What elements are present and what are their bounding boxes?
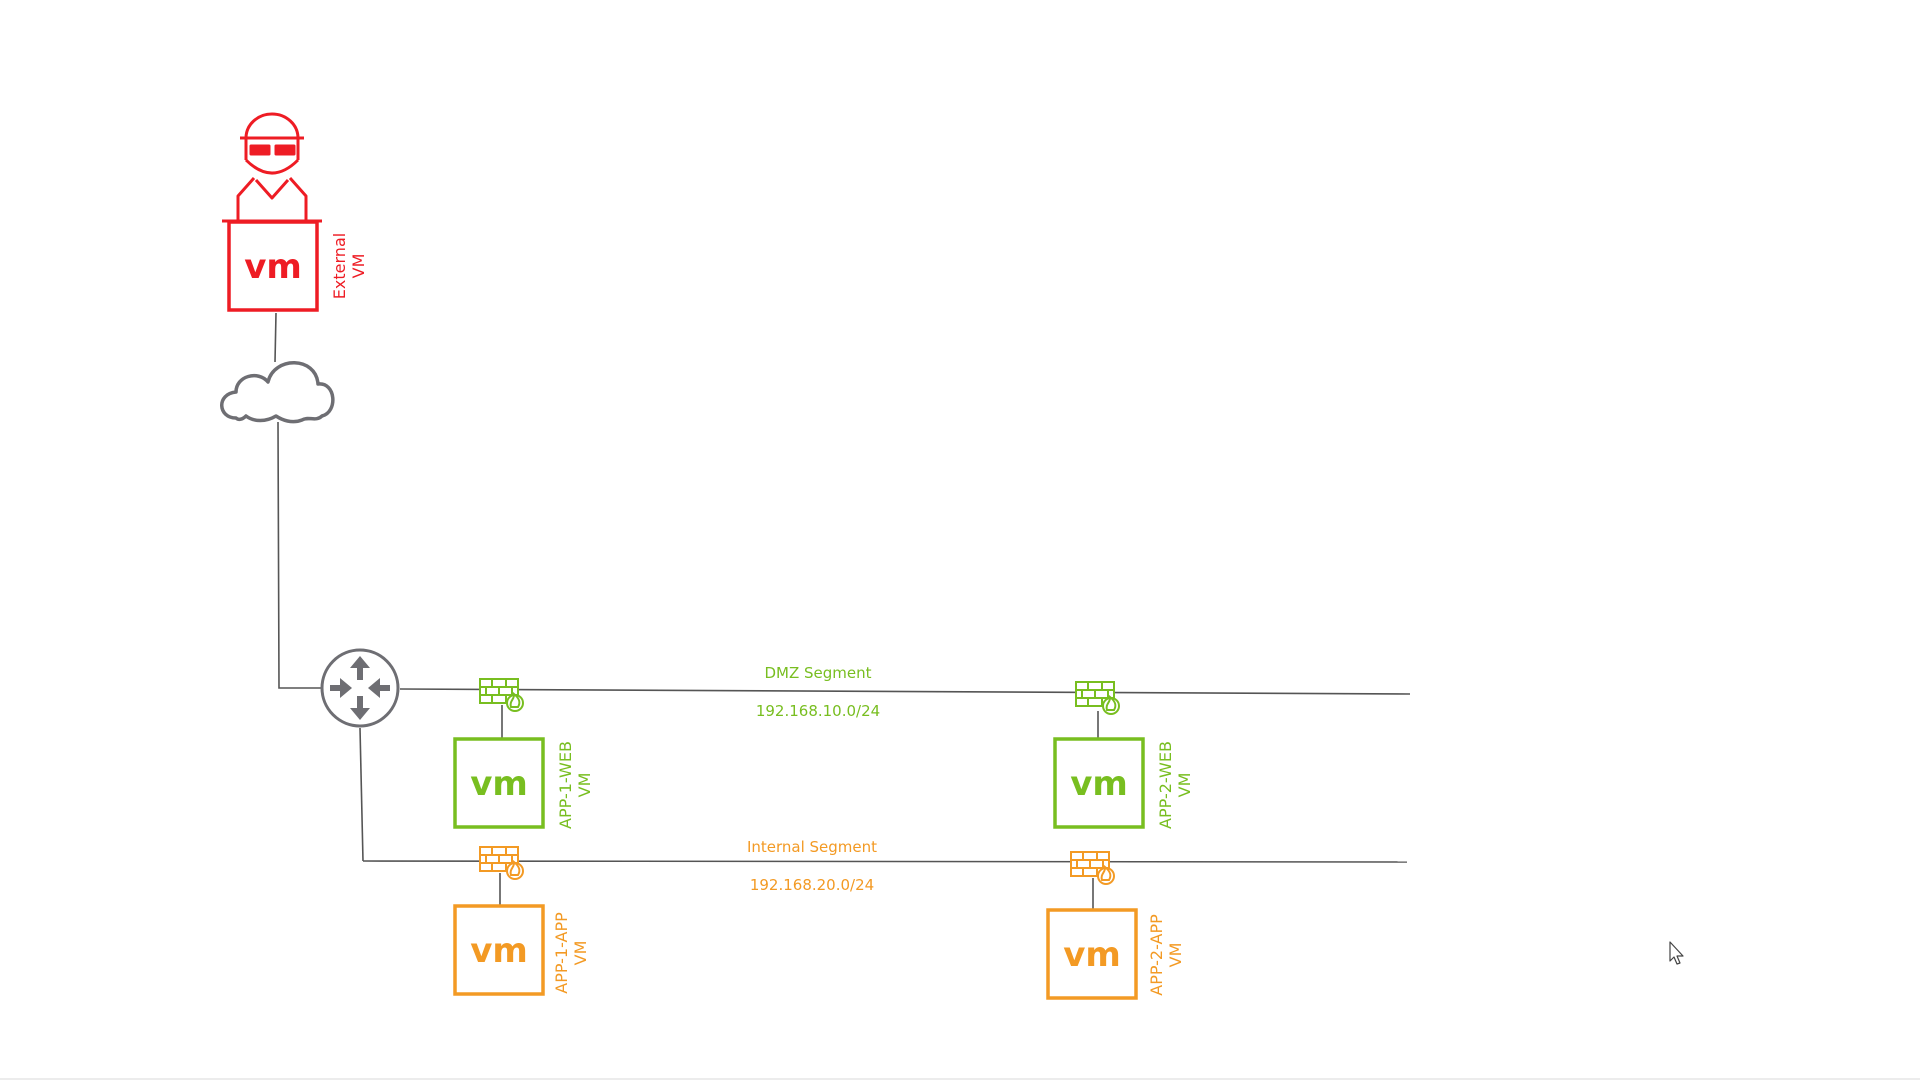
vm-badge: vm: [470, 764, 528, 804]
vm-label-line1: APP-1-APP: [552, 912, 571, 994]
external-vm[interactable]: vm External VM: [227, 220, 368, 312]
dmz-segment-name: DMZ Segment: [764, 664, 871, 682]
vm-label-line1: APP-1-WEB: [556, 741, 575, 829]
line-router-to-internal: [359, 727, 364, 862]
vm-box: [1046, 908, 1138, 1000]
hacker-icon: [222, 112, 322, 223]
vm-label-line1: APP-2-APP: [1147, 914, 1166, 996]
firewall-icon: [1075, 681, 1120, 715]
vm-label-line2: VM: [1175, 773, 1194, 798]
vm-label-line2: VM: [1166, 943, 1185, 968]
internal-segment-line: [362, 860, 1408, 863]
vm-badge: vm: [1070, 764, 1128, 804]
vm-app-2-app[interactable]: vm APP-2-APP VM: [1046, 908, 1185, 1000]
line-cloud-to-router: [277, 421, 322, 689]
external-vm-box: [227, 220, 319, 312]
vm-app-2-web[interactable]: vm APP-2-WEB VM: [1053, 737, 1194, 829]
vm-app-1-app[interactable]: vm APP-1-APP VM: [453, 904, 590, 996]
bottom-border: [0, 1078, 1920, 1080]
vm-label-line2: VM: [575, 773, 594, 798]
vm-badge: vm: [470, 931, 528, 971]
vm-badge: vm: [1063, 935, 1121, 975]
line-external-to-cloud: [274, 312, 277, 363]
router-icon: [320, 648, 400, 728]
external-vm-label-line1: External: [330, 233, 349, 299]
vm-label-line1: APP-2-WEB: [1156, 741, 1175, 829]
vm-box: [453, 737, 545, 829]
mouse-cursor-icon: [1669, 941, 1684, 965]
external-vm-label-line2: VM: [349, 254, 368, 279]
internal-segment-name: Internal Segment: [747, 838, 877, 856]
vm-app-1-web[interactable]: vm APP-1-WEB VM: [453, 737, 594, 829]
connection-lines: [274, 312, 1411, 910]
firewall-icon: [479, 846, 524, 880]
external-vm-badge: vm: [244, 247, 302, 287]
vm-label-line2: VM: [571, 941, 590, 966]
dmz-segment-line: [399, 688, 1411, 695]
vm-box: [453, 904, 545, 996]
dmz-segment-cidr: 192.168.10.0/24: [756, 702, 880, 720]
cloud-icon: [220, 361, 335, 424]
vm-box: [1053, 737, 1145, 829]
internal-segment-cidr: 192.168.20.0/24: [750, 876, 874, 894]
